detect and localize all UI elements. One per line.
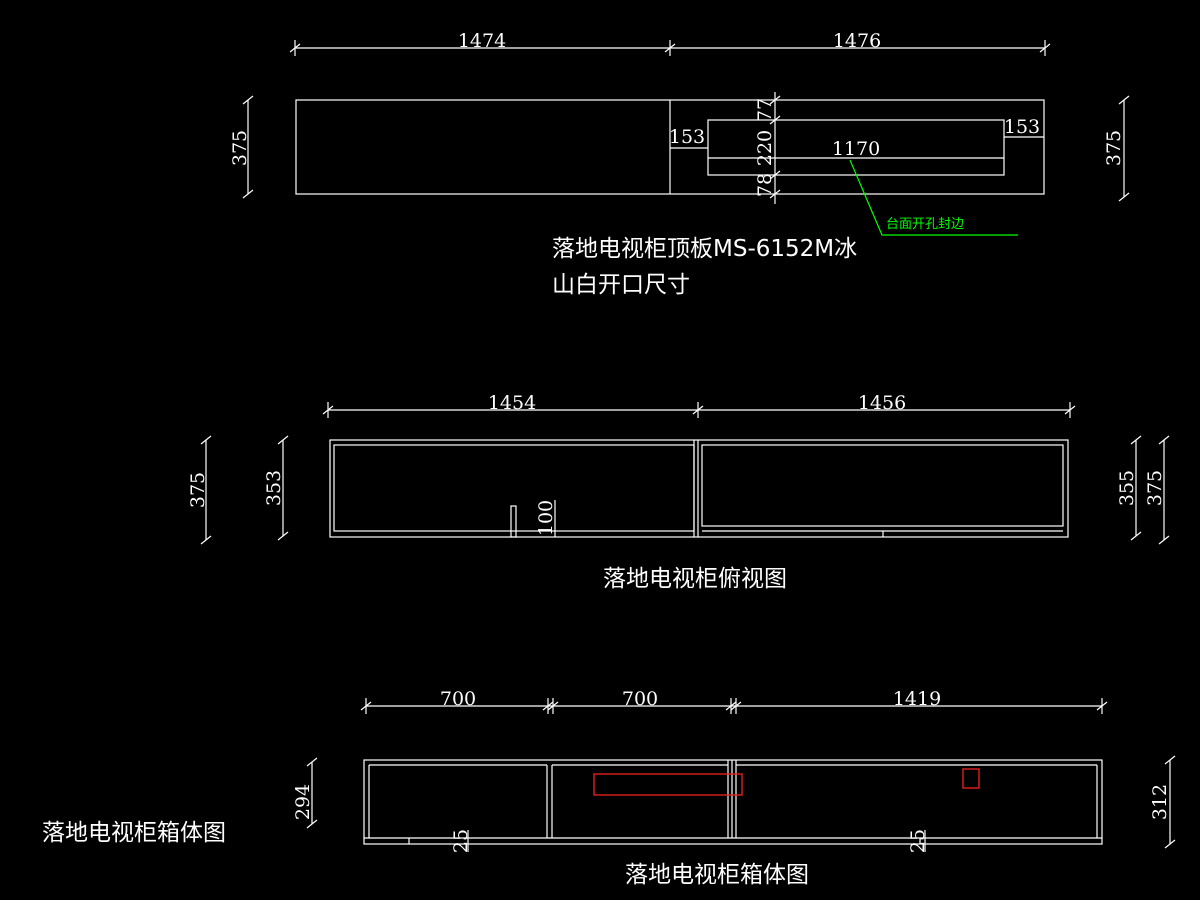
dim-arrow (277, 435, 289, 445)
opening-width-label: 220 (754, 130, 776, 166)
cable-slot-marker (593, 773, 743, 796)
plan-inner-depth-right-label: 355 (1116, 470, 1138, 506)
plan-inner-depth-left-label: 353 (263, 470, 285, 506)
carcass-height-left-label: 294 (292, 784, 314, 820)
carcass-view-title: 落地电视柜箱体图 (625, 862, 809, 888)
dim-arrow (1164, 755, 1176, 765)
plan-left-compartment (333, 444, 695, 532)
dim-arrow (730, 701, 742, 711)
top-panel-title-line2: 山白开口尺寸 (552, 272, 690, 298)
plan-outer-depth-right-label: 375 (1144, 470, 1166, 506)
carcass-view-drawing: 700 700 1419 25 25 294 312 (42, 688, 1176, 888)
top-panel-drawing: 1474 1476 375 375 153 153 1170 77 220 78 (229, 30, 1130, 298)
dim-arrow (1039, 43, 1051, 53)
top-panel-title-line1: 落地电视柜顶板MS-6152M冰 (552, 236, 857, 262)
plan-right-compartment (701, 444, 1064, 527)
carcass-width-1-label: 700 (440, 688, 476, 710)
dim-arrow (542, 701, 554, 711)
dim-arrow (769, 95, 781, 105)
dim-arrow (1164, 839, 1176, 849)
top-width-right-label: 1476 (833, 30, 881, 52)
dim-arrow (1158, 435, 1170, 445)
opening-top-label: 77 (754, 98, 776, 122)
dim-arrow (1064, 405, 1076, 415)
carcass-height-right-label: 312 (1149, 784, 1171, 820)
dim-arrow (277, 531, 289, 541)
top-width-left-label: 1474 (458, 30, 506, 52)
callout-leader (849, 159, 1018, 236)
plan-width-right-label: 1456 (858, 392, 906, 414)
carcass-outline (363, 759, 1103, 845)
dim-arrow (306, 819, 318, 829)
dim-arrow (289, 43, 301, 53)
dim-arrow (1158, 535, 1170, 545)
socket-marker (962, 768, 980, 789)
plan-outer-depth-left-label: 375 (187, 472, 209, 508)
opening-length-label: 1170 (832, 138, 880, 160)
gap-right-label: 25 (907, 829, 929, 853)
dim-arrow (1130, 531, 1142, 541)
plan-view-drawing: 1454 1456 100 375 353 355 375 (187, 392, 1170, 592)
dim-arrow (322, 405, 334, 415)
opening-left-offset-label: 153 (669, 126, 705, 148)
plan-width-left-label: 1454 (488, 392, 536, 414)
dim-arrow (200, 435, 212, 445)
plan-partition-post (510, 505, 517, 538)
top-depth-left-label: 375 (229, 130, 251, 166)
dim-arrow (692, 405, 704, 415)
top-depth-right-label: 375 (1103, 130, 1125, 166)
dim-arrow (725, 701, 737, 711)
plan-outline (329, 439, 1069, 538)
dim-arrow (1096, 701, 1108, 711)
dim-arrow (769, 170, 781, 180)
dim-arrow (1118, 95, 1130, 105)
dim-arrow (306, 757, 318, 767)
dim-arrow (242, 95, 254, 105)
dim-arrow (1118, 192, 1130, 202)
dim-arrow (360, 701, 372, 711)
opening-right-offset-label: 153 (1004, 116, 1040, 138)
dim-arrow (1130, 435, 1142, 445)
gap-left-label: 25 (450, 829, 472, 853)
carcass-side-title: 落地电视柜箱体图 (42, 820, 226, 846)
dim-arrow (200, 535, 212, 545)
partition-height-label: 100 (535, 500, 557, 536)
plan-view-title: 落地电视柜俯视图 (603, 566, 787, 592)
carcass-width-2-label: 700 (622, 688, 658, 710)
dim-arrow (769, 189, 781, 199)
dim-arrow (547, 701, 559, 711)
carcass-width-3-label: 1419 (893, 688, 941, 710)
callout-text: 台面开孔封边 (886, 217, 964, 232)
dim-arrow (664, 43, 676, 53)
dim-arrow (769, 115, 781, 125)
dim-arrow (242, 189, 254, 199)
opening-bottom-label: 78 (754, 173, 776, 197)
